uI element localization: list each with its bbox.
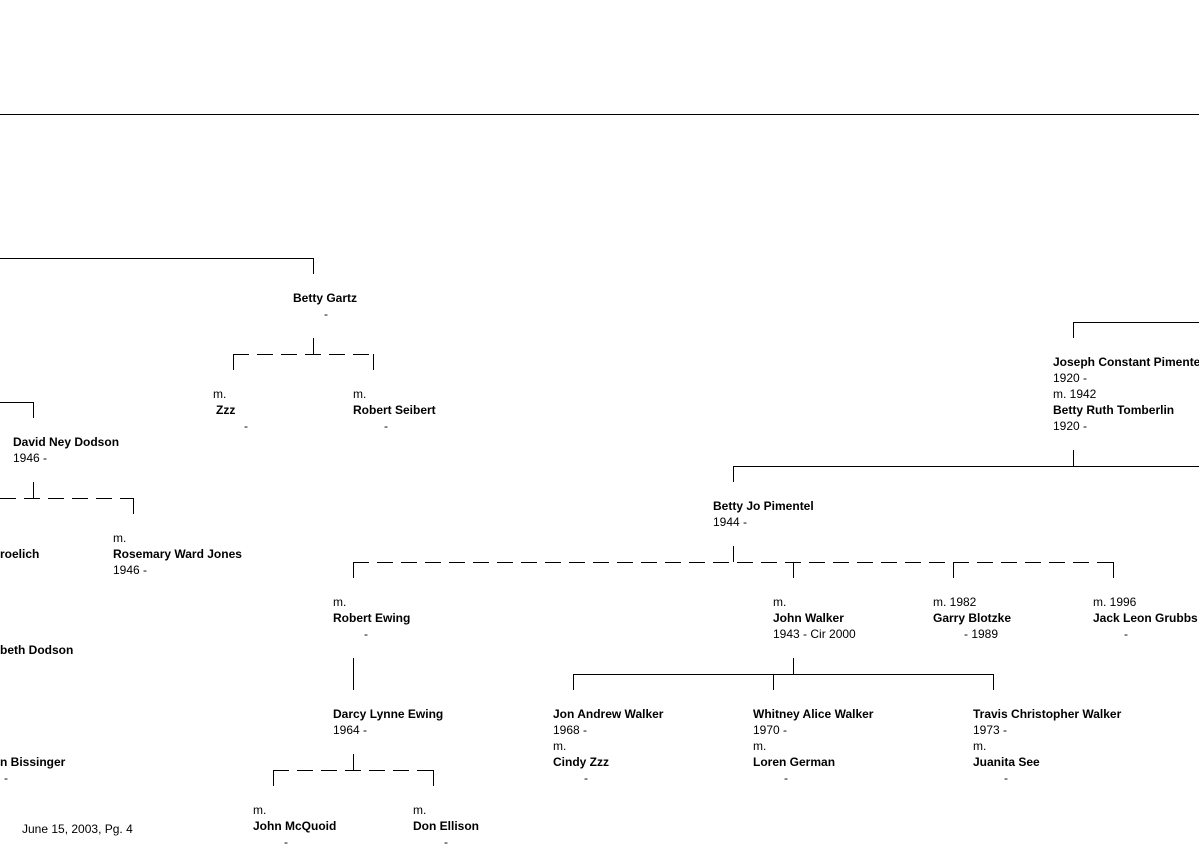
marriage-label: m.	[753, 739, 767, 753]
person-name: Loren German	[753, 755, 836, 769]
person-name: roelich	[0, 547, 40, 561]
page-footer: June 15, 2003, Pg. 4	[22, 822, 133, 836]
person-name: Betty Ruth Tomberlin	[1053, 403, 1175, 417]
marriage-label: m.	[113, 531, 127, 545]
person-dates: 1920 -	[1053, 419, 1088, 433]
marriage-label: m. 1982	[933, 595, 977, 609]
person-dates: 1946 -	[113, 563, 148, 577]
person-dates: -	[384, 419, 388, 433]
marriage-label: m. 1942	[1053, 387, 1097, 401]
person-name: Robert Seibert	[353, 403, 436, 417]
person-name: Joseph Constant Pimentel	[1053, 355, 1199, 369]
person-name: Jon Andrew Walker	[553, 707, 664, 721]
person-name: John Walker	[773, 611, 844, 625]
person-dates: 1964 -	[333, 723, 368, 737]
person-name: Cindy Zzz	[553, 755, 609, 769]
person-name: Garry Blotzke	[933, 611, 1012, 625]
person-dates: -	[784, 771, 788, 785]
marriage-label: m.	[333, 595, 347, 609]
person-name: Betty Jo Pimentel	[713, 499, 814, 513]
person-dates: -	[244, 419, 248, 433]
person-name: Zzz	[216, 403, 236, 417]
person-name: David Ney Dodson	[13, 435, 120, 449]
person-dates: -	[364, 627, 368, 641]
person-dates: 1944 -	[713, 515, 748, 529]
person-name: Rosemary Ward Jones	[113, 547, 242, 561]
marriage-label: m.	[973, 739, 987, 753]
person-dates: -	[444, 835, 448, 849]
person-name: Whitney Alice Walker	[753, 707, 874, 721]
person-name: Betty Gartz	[293, 291, 358, 305]
person-name: Darcy Lynne Ewing	[333, 707, 444, 721]
marriage-label: m. 1996	[1093, 595, 1137, 609]
person-dates: -	[1124, 627, 1128, 641]
person-dates: 1973 -	[973, 723, 1008, 737]
person-dates: 1968 -	[553, 723, 588, 737]
marriage-label: m.	[773, 595, 787, 609]
person-name: Robert Ewing	[333, 611, 411, 625]
person-name: n Bissinger	[0, 755, 66, 769]
person-dates: -	[284, 835, 288, 849]
person-dates: -	[4, 771, 8, 785]
marriage-label: m.	[353, 387, 367, 401]
person-name: beth Dodson	[0, 643, 74, 657]
person-dates: -	[584, 771, 588, 785]
person-dates: 1946 -	[13, 451, 48, 465]
person-name: Jack Leon Grubbs	[1093, 611, 1198, 625]
marriage-label: m.	[553, 739, 567, 753]
person-dates: 1920 -	[1053, 371, 1088, 385]
person-dates: -	[324, 307, 328, 321]
person-name: Don Ellison	[413, 819, 479, 833]
person-name: Travis Christopher Walker	[973, 707, 1122, 721]
person-name: John McQuoid	[253, 819, 337, 833]
marriage-label: m.	[413, 803, 427, 817]
person-dates: 1943 - Cir 2000	[773, 627, 856, 641]
person-dates: -	[1004, 771, 1008, 785]
person-dates: - 1989	[964, 627, 999, 641]
marriage-label: m.	[213, 387, 227, 401]
person-name: Juanita See	[973, 755, 1040, 769]
marriage-label: m.	[253, 803, 267, 817]
person-dates: 1970 -	[753, 723, 788, 737]
